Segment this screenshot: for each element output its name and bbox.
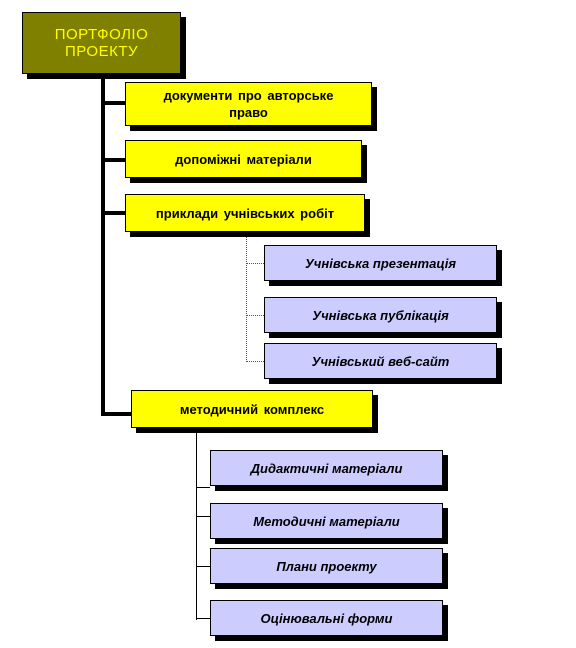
root-label-line2: ПРОЕКТУ xyxy=(64,43,139,60)
subitem-project-plans: Плани проекту xyxy=(210,548,443,584)
connector-cat-2 xyxy=(101,158,125,162)
connector-sub-2 xyxy=(246,315,264,316)
category-student-works: приклади учнівських робіт xyxy=(125,194,365,232)
subitem-student-publication: Учнівська публікація xyxy=(264,297,497,333)
subitem-didactic-materials: Дидактичні матеріали xyxy=(210,450,443,486)
subitem-label: Плани проекту xyxy=(276,558,377,574)
subitem-label: Учнівська публікація xyxy=(312,307,449,323)
root-label-line1: ПОРТФОЛІО xyxy=(54,26,149,43)
connector-cat-1 xyxy=(101,101,125,105)
connector-cat-3 xyxy=(101,211,125,215)
connector-sub-6 xyxy=(196,566,210,567)
trunk-line xyxy=(101,74,105,416)
connector-sub-7 xyxy=(196,618,210,619)
connector-sub-5 xyxy=(196,516,210,517)
branch-line-student-works xyxy=(246,232,247,362)
subitem-assessment-forms: Оцінювальні форми xyxy=(210,600,443,636)
category-label-line2: право xyxy=(229,105,268,120)
category-support-materials: допоміжні матеріали xyxy=(125,140,362,178)
branch-line-methodical xyxy=(196,430,197,620)
subitem-student-presentation: Учнівська презентація xyxy=(264,245,497,281)
subitem-label: Учнівський веб-сайт xyxy=(311,353,450,369)
category-methodical-complex: методичний комплекс xyxy=(131,390,373,428)
connector-sub-1 xyxy=(246,263,264,264)
category-label: допоміжні матеріали xyxy=(175,151,312,167)
subitem-label: Методичні матеріали xyxy=(253,513,400,529)
connector-sub-4 xyxy=(196,487,210,488)
subitem-label: Оцінювальні форми xyxy=(260,610,393,626)
connector-cat-4 xyxy=(101,412,131,416)
category-copyright-docs: документи про авторське право xyxy=(125,82,372,126)
root-node: ПОРТФОЛІО ПРОЕКТУ xyxy=(22,12,181,74)
subitem-label: Учнівська презентація xyxy=(304,255,457,271)
category-label: методичний комплекс xyxy=(179,401,325,417)
subitem-methodical-materials: Методичні матеріали xyxy=(210,503,443,539)
subitem-label: Дидактичні матеріали xyxy=(250,460,403,476)
category-label: приклади учнівських робіт xyxy=(155,205,335,221)
connector-sub-3 xyxy=(246,361,264,362)
subitem-student-website: Учнівський веб-сайт xyxy=(264,343,497,379)
category-label-line1: документи про авторське xyxy=(163,88,334,103)
